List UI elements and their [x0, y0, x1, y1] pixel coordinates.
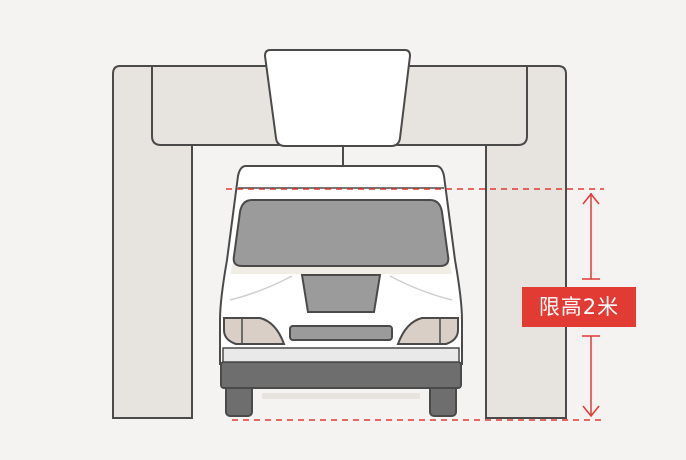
- vehicle-lower-vent: [289, 325, 393, 341]
- vehicle-bumper: [220, 361, 462, 389]
- vehicle-left-contour: [229, 275, 293, 301]
- dimension-arrow-down: [582, 405, 600, 418]
- vehicle-plate-slot: [262, 393, 420, 399]
- vehicle-right-contour: [389, 275, 453, 301]
- gantry-left-pillar: [112, 65, 193, 419]
- vehicle-windshield: [232, 199, 450, 267]
- vehicle: [219, 165, 463, 417]
- height-limit-label: 限高2米: [522, 287, 636, 327]
- sign-board: [263, 49, 412, 147]
- dimension-arrow-up: [582, 192, 600, 205]
- vehicle-grille: [300, 274, 382, 313]
- vehicle-right-headlight: [396, 317, 459, 345]
- height-limit-markers: [226, 188, 604, 421]
- vehicle-bumper-top: [222, 347, 460, 363]
- vehicle-left-headlight: [223, 317, 286, 345]
